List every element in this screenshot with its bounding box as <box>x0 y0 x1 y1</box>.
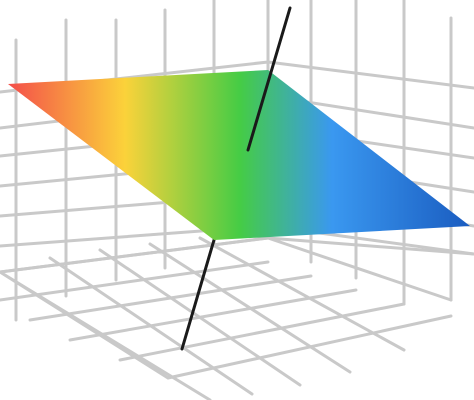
line-segment-below-plane <box>180 238 216 351</box>
grid-floor <box>0 236 474 400</box>
line-segment-above-plane <box>246 6 292 152</box>
colored-plane <box>8 70 470 240</box>
